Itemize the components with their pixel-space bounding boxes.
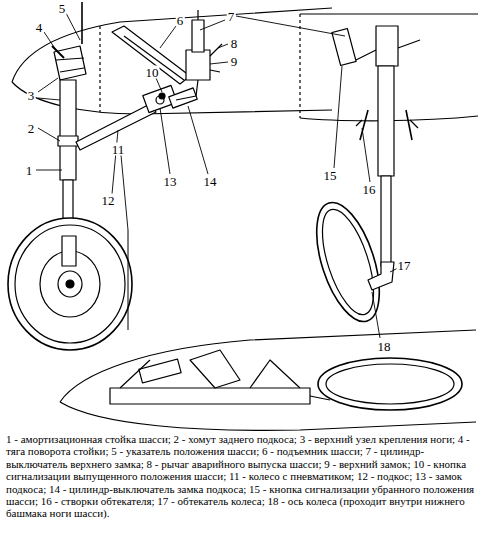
callout-number: 2	[27, 122, 36, 135]
callout-number: 6	[176, 14, 185, 27]
leader-lines	[36, 13, 398, 338]
wheel	[8, 218, 132, 350]
callout-number: 11	[111, 143, 126, 156]
callout-number: 16	[362, 183, 377, 196]
callout-number: 14	[203, 175, 218, 188]
callout-number: 10	[145, 66, 160, 79]
callout-number: 18	[377, 340, 392, 353]
callout-number: 1	[25, 164, 34, 177]
callout-number: 8	[230, 37, 239, 50]
caption: 1 - амортизационная стойка шасси; 2 - хо…	[6, 433, 476, 520]
callout-number: 17	[397, 259, 412, 272]
callout-number: 3	[27, 89, 36, 102]
callout-number: 15	[323, 169, 338, 182]
nacelle-retracted	[60, 330, 476, 430]
callout-number: 7	[227, 10, 236, 23]
callout-number: 12	[101, 194, 116, 207]
callout-number: 5	[58, 2, 67, 15]
callout-number: 13	[163, 175, 178, 188]
callout-number: 4	[35, 21, 44, 34]
callout-number: 9	[230, 55, 239, 68]
